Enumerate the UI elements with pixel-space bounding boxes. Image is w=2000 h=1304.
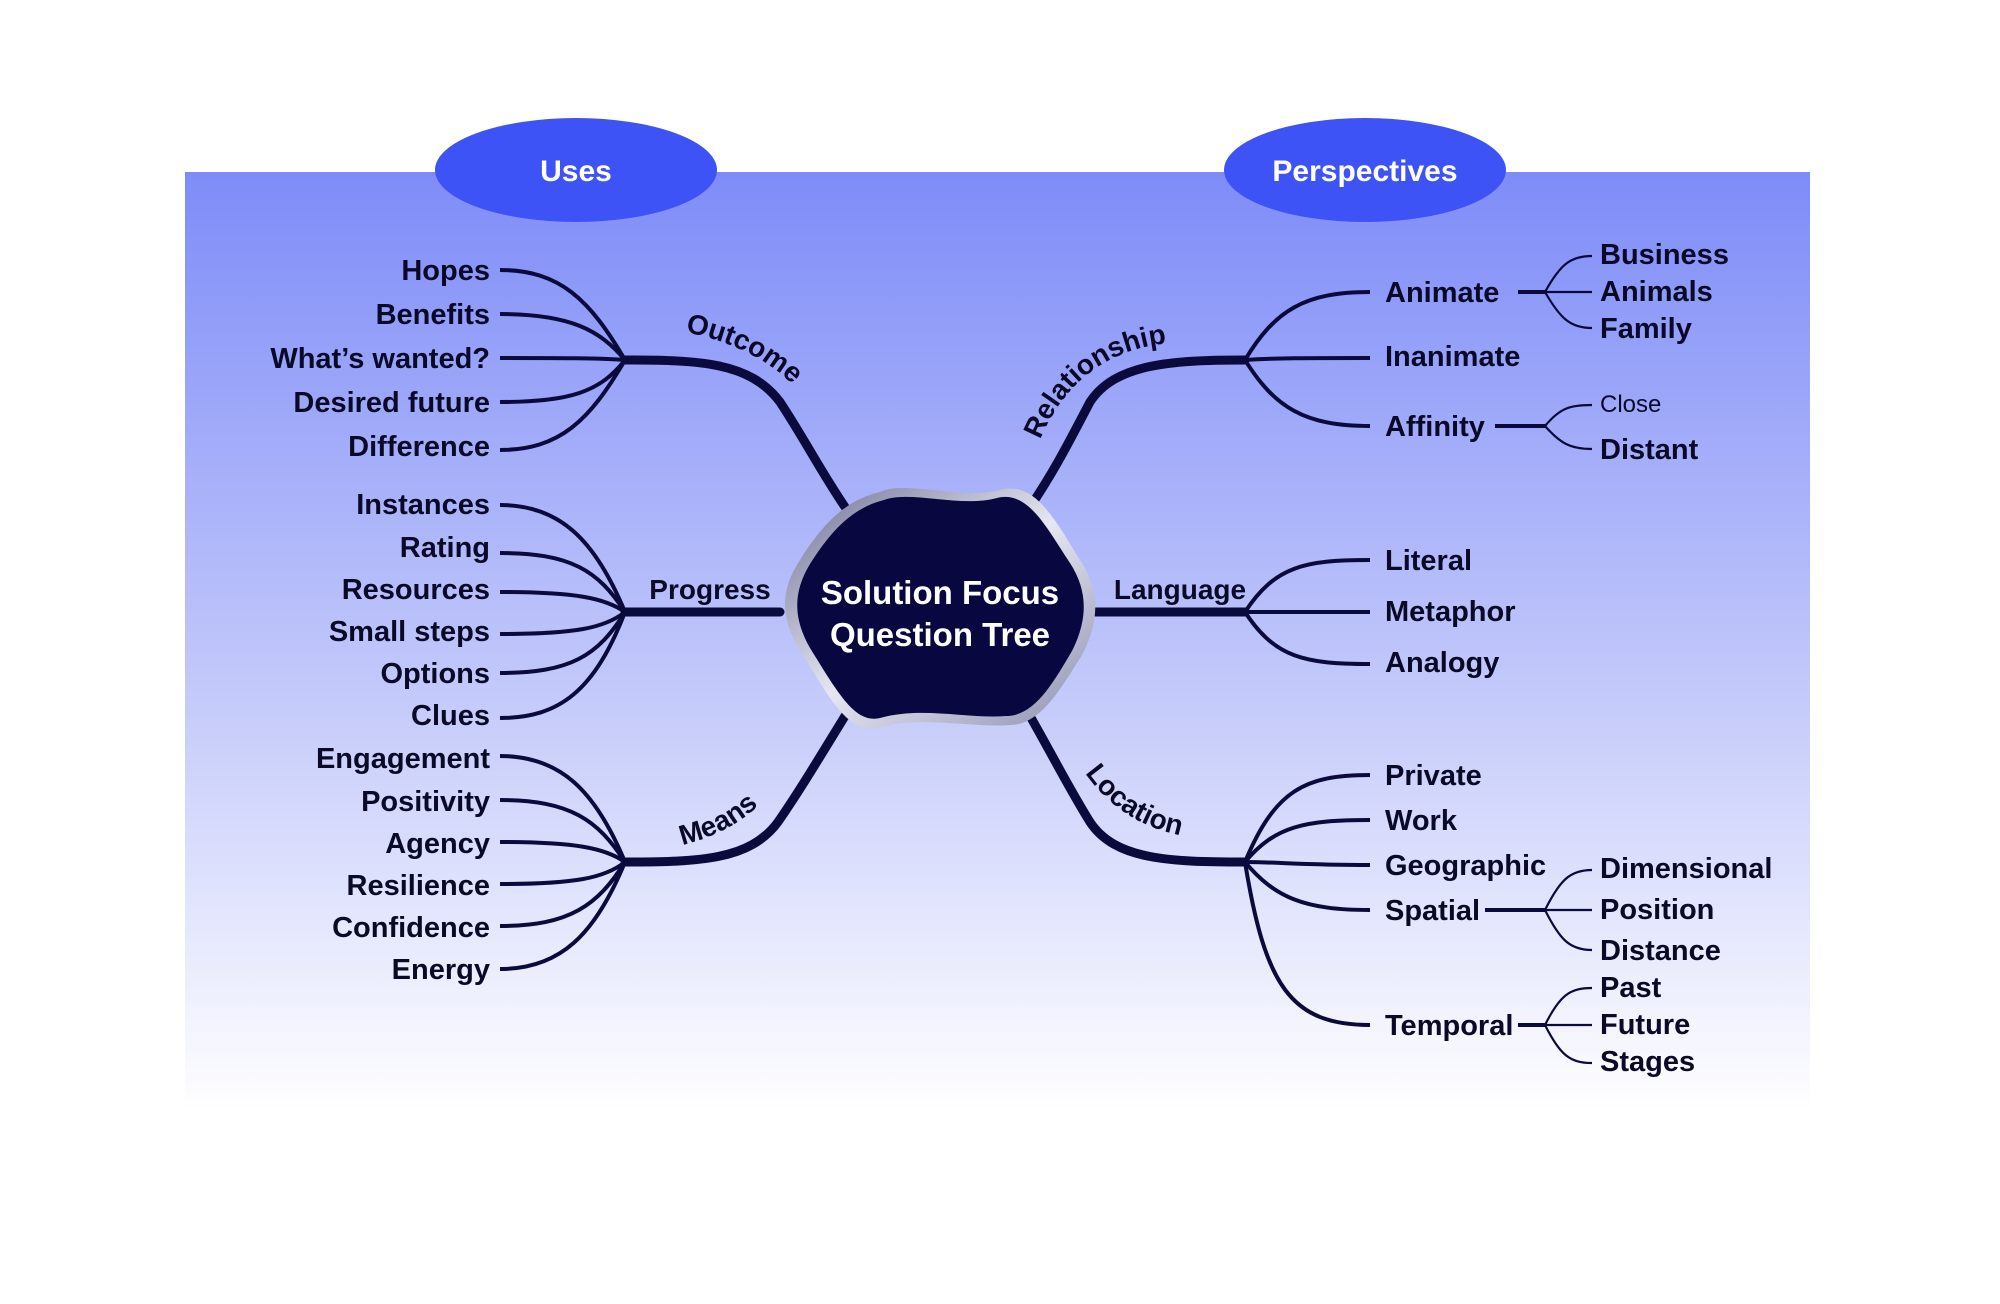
leaf-benefits: Benefits xyxy=(376,299,490,331)
uses-pill-label: Uses xyxy=(540,155,612,188)
leaf-work: Work xyxy=(1385,805,1458,837)
location-trunk xyxy=(1025,711,1250,867)
spatial-subfan xyxy=(1485,868,1593,952)
leaf-affinity: Affinity xyxy=(1385,411,1485,443)
leaf-geographic: Geographic xyxy=(1385,850,1546,882)
leaf-engagement: Engagement xyxy=(316,743,490,775)
leaf-distance: Distance xyxy=(1600,935,1721,967)
leaf-business: Business xyxy=(1600,239,1729,271)
leaf-small-steps: Small steps xyxy=(329,616,490,648)
leaf-instances: Instances xyxy=(356,489,490,521)
temporal-subfan xyxy=(1518,986,1593,1065)
center-node: Solution Focus Question Tree xyxy=(785,488,1096,729)
leaf-rating: Rating xyxy=(400,532,490,564)
leaf-options: Options xyxy=(380,658,490,690)
leaf-analogy: Analogy xyxy=(1385,647,1499,679)
uses-pill: Uses xyxy=(435,118,717,222)
means-trunk xyxy=(620,711,850,867)
animate-subfan xyxy=(1518,254,1593,330)
leaf-hopes: Hopes xyxy=(401,255,490,287)
center-title-line2: Question Tree xyxy=(830,616,1050,653)
progress-fan xyxy=(499,503,627,720)
leaf-metaphor: Metaphor xyxy=(1385,596,1516,628)
leaf-close: Close xyxy=(1600,391,1661,418)
affinity-subfan xyxy=(1495,403,1593,451)
leaf-position: Position xyxy=(1600,894,1714,926)
leaf-difference: Difference xyxy=(348,431,490,463)
leaf-distant: Distant xyxy=(1600,434,1699,466)
leaf-dimensional: Dimensional xyxy=(1600,853,1772,885)
outcome-fan xyxy=(499,268,627,452)
leaf-past: Past xyxy=(1600,972,1662,1004)
branch-label-progress: Progress xyxy=(649,574,770,605)
leaf-private: Private xyxy=(1385,760,1482,792)
leaf-literal: Literal xyxy=(1385,545,1472,577)
means-fan xyxy=(499,754,627,971)
leaf-clues: Clues xyxy=(411,700,490,732)
perspectives-pill: Perspectives xyxy=(1224,118,1506,222)
outcome-trunk xyxy=(620,355,850,512)
leaf-agency: Agency xyxy=(385,828,490,860)
leaf-family: Family xyxy=(1600,313,1692,345)
leaf-animals: Animals xyxy=(1600,276,1713,308)
leaf-animate: Animate xyxy=(1385,277,1499,309)
relationship-trunk xyxy=(1025,355,1250,512)
leaf-energy: Energy xyxy=(392,954,490,986)
center-title-line1: Solution Focus xyxy=(821,574,1059,611)
language-fan xyxy=(1243,558,1371,666)
leaf-confidence: Confidence xyxy=(332,912,490,944)
location-fan xyxy=(1243,773,1371,1027)
leaf-inanimate: Inanimate xyxy=(1385,341,1520,373)
leaf-resilience: Resilience xyxy=(347,870,490,902)
branch-label-language: Language xyxy=(1114,574,1246,605)
leaf-desired-future: Desired future xyxy=(293,387,490,419)
leaf-future: Future xyxy=(1600,1009,1690,1041)
leaf-positivity: Positivity xyxy=(361,786,490,818)
relationship-fan xyxy=(1243,290,1371,428)
perspectives-pill-label: Perspectives xyxy=(1272,155,1457,188)
leaf-whats-wanted: What’s wanted? xyxy=(270,343,490,375)
leaf-stages: Stages xyxy=(1600,1046,1695,1078)
leaf-temporal: Temporal xyxy=(1385,1010,1513,1042)
leaf-resources: Resources xyxy=(342,574,490,606)
leaf-spatial: Spatial xyxy=(1385,895,1480,927)
